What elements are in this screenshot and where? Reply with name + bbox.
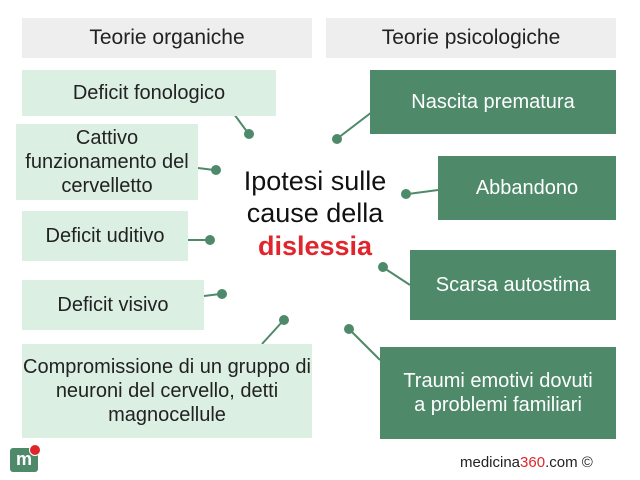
logo-dot-icon [29, 444, 41, 456]
connector-magnocellule [261, 321, 283, 345]
organic-cause-item: Deficit fonologico [22, 70, 276, 116]
site-credit: medicina360.com © [460, 454, 593, 471]
psychological-cause-item: Scarsa autostima [410, 250, 616, 320]
connector-dot [279, 315, 289, 325]
header-organic: Teorie organiche [22, 18, 312, 58]
connector-dot [217, 289, 227, 299]
connector-dot [378, 262, 388, 272]
psychological-cause-item: Abbandono [438, 156, 616, 220]
connector-dot [332, 134, 342, 144]
connector-dot [344, 324, 354, 334]
organic-cause-item: Compromissione di un gruppo di neuroni d… [22, 344, 312, 438]
connector-dot [244, 129, 254, 139]
connector-dot [401, 189, 411, 199]
central-hypothesis: Ipotesi sulle cause della dislessia [222, 165, 408, 262]
connector-abbandono [407, 189, 439, 195]
connector-traumi [349, 329, 381, 361]
psychological-cause-item: Nascita prematura [370, 70, 616, 134]
organic-cause-item: Deficit uditivo [22, 211, 188, 261]
central-hypothesis-line1: Ipotesi sulle [243, 166, 387, 196]
connector-nascita [337, 111, 373, 139]
psychological-cause-item: Traumi emotivi dovuti a problemi familia… [380, 347, 616, 439]
central-hypothesis-line2: cause della [246, 198, 384, 229]
connector-dot [211, 165, 221, 175]
header-psychological: Teorie psicologiche [326, 18, 616, 58]
connector-fonologico [233, 113, 249, 134]
central-hypothesis-highlight: dislessia [257, 230, 373, 261]
connector-dot [205, 235, 215, 245]
organic-cause-item: Deficit visivo [22, 280, 204, 330]
connector-autostima [383, 267, 411, 286]
medicina360-logo: m [10, 448, 38, 472]
organic-cause-item: Cattivo funzionamento del cervelletto [16, 124, 198, 200]
